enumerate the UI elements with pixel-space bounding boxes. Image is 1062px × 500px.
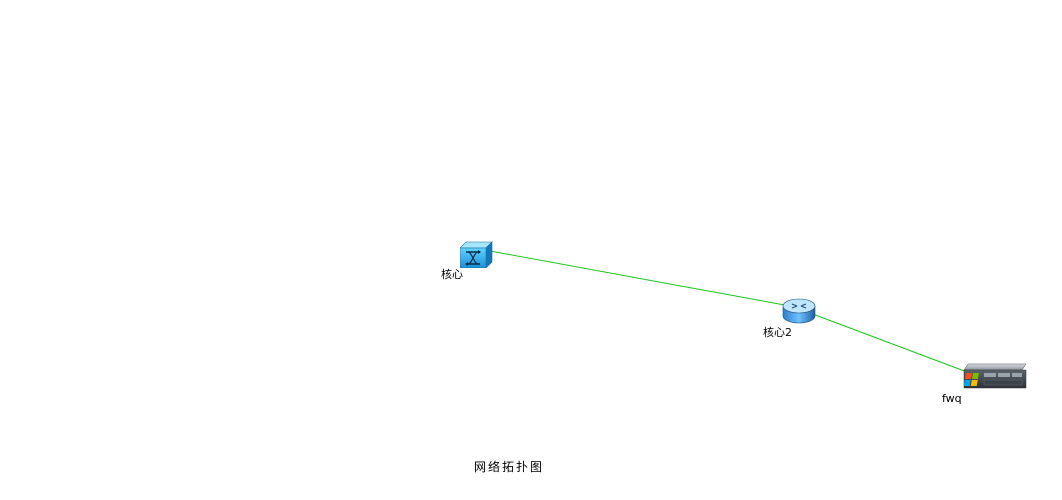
node-core2[interactable]: 核心2	[763, 296, 816, 339]
topology-caption: 网络拓扑图	[474, 460, 545, 474]
node-fwq[interactable]: fwq	[942, 362, 1028, 405]
switch-icon	[459, 241, 493, 269]
link-core-core2[interactable]	[489, 250, 791, 307]
node-label-fwq: fwq	[942, 392, 962, 405]
link-core2-fwq[interactable]	[809, 312, 976, 376]
windows-logo	[963, 373, 979, 386]
node-core[interactable]: 核心	[441, 238, 494, 281]
node-label-core: 核心	[441, 268, 463, 281]
node-label-core2: 核心2	[763, 326, 792, 339]
windows-server-icon	[963, 363, 1027, 389]
router-icon	[782, 298, 816, 324]
